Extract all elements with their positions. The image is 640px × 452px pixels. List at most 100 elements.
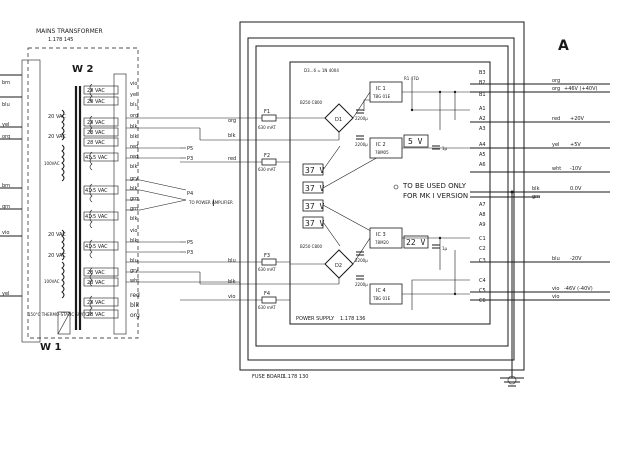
left-wire-label: grn [2,204,10,210]
label-text: IC 1 [376,86,386,92]
regulator-ic4: IC 4 TBG 01E [369,283,403,305]
label-text: A8 [479,212,486,218]
label-text: A4 [479,142,486,148]
label-text: blk [130,134,138,140]
label-text: blk [130,302,139,309]
label-text: org [130,312,140,319]
amp-label: TO POWER AMPLIFIER [188,200,233,205]
label-text: gry [130,176,138,182]
label-text: F2 [264,153,270,159]
left-wire-label: yel [2,122,9,128]
secondary-label: 28 VAC [87,312,105,318]
label-text: yel [130,92,137,98]
sheet-marker: A [558,38,569,54]
fuse-f1: F1 630 mAT [258,109,277,130]
secondary-label: 28 VAC [87,99,105,105]
power-supply-board: POWER SUPPLY 1.178 136 D3...6 = 1N 4004 … [289,38,569,325]
fuse-board: FUSE BOARD 1.178 130 org blk red blu blk… [180,21,525,380]
small-caps: 1µ 1µ [432,145,448,251]
label-text: vio [130,81,137,87]
label-text: 37 V [305,166,324,175]
label-text: 22 V [406,238,425,247]
ground-icon [507,375,517,385]
label-text: wht [552,166,561,172]
secondary-terminal-strip [113,73,127,335]
label-text: R1 47Ω [404,76,419,81]
w2-label: W 2 [72,64,94,75]
label-text: red [130,144,138,150]
note-line-1: TO BE USED ONLY [402,182,467,190]
transformer-title: MAINS TRANSFORMER [36,28,103,35]
transformer-enclosure [27,47,139,339]
label-text: -20V [570,256,582,262]
label-text: blk [130,186,138,192]
note-line-2: FOR MK I VERSION [403,192,468,200]
secondary-label: 41.5 VAC [85,214,108,220]
label-text: 1µ [442,246,448,251]
power-supply-outline [289,61,491,325]
fuse-f2: F2 630 mAT [258,153,277,172]
primary-label: 20 VAC [48,134,66,140]
primary-windings: 20 VAC 20 VAC 100VAC 20 VAC 20 VAC 100VA… [44,109,66,299]
label-text: grn [130,196,138,202]
label-text: red [130,154,138,160]
label-text: vio [228,294,235,300]
primary-label: 20 VAC [48,114,66,120]
mains-transformer: MAINS TRANSFORMER 1.178 145 W 2 W 1 brn … [0,28,240,353]
label-text: B3 [479,70,486,76]
bridge-d1: B250 C800 D1 [300,100,354,133]
diode-note: D3...6 = 1N 4004 [304,68,339,73]
fuse-board-label: FUSE BOARD [252,374,285,380]
w1-label: W 1 [40,342,62,353]
label-text: 1µ [442,146,448,151]
label-text: blk [130,216,138,222]
label-text: C1 [479,236,486,242]
label-text: org [552,86,560,92]
label-text: vio [130,228,137,234]
label-text: +46V (+40V) [564,86,597,92]
secondary-wires [126,117,240,283]
label-text: vio [552,286,559,292]
label-text: gry [130,268,138,274]
label-text: -46V (-40V) [564,286,593,292]
label-text: -10V [570,166,582,172]
amp-pin: P5 [187,146,193,152]
output-lines [470,83,610,387]
label-text: +20V [570,116,585,122]
power-amplifier-connector: P5 P3 P4 P5 P3 TO POWER AMPLIFIER I [139,146,233,256]
label-text: blu [552,256,560,262]
label-text: F4 [264,291,270,297]
left-wire-label: brn [2,80,10,86]
label-text: A9 [479,222,486,228]
label-text: 2200µ [355,258,368,263]
label-text: 78M05 [375,150,389,155]
thermal-switch-label: 150°C THERMO-STATIC SWITCH [28,312,91,317]
label-text: 37 V [305,219,324,228]
label-text: B2 [479,80,486,86]
amp-pin: P4 [187,191,193,197]
left-wire-label: brn [2,183,10,189]
amp-pin: P3 [187,250,193,256]
label-text: A3 [479,126,486,132]
label-text: 2200µ [355,142,368,147]
label-text: blk [130,164,138,170]
secondary-label: 41.5 VAC [85,244,108,250]
secondary-label: 28 VAC [87,130,105,136]
label-text: C5 [479,288,486,294]
ps-pin-column: B3 B2 B1 A1 A2 A3 A4 A5 A6 A7 A8 A9 C1 C… [479,70,486,304]
secondary-label: 41.5 VAC [85,188,108,194]
label-text: 2200µ [355,282,368,287]
left-terminal-strip [21,59,41,343]
amp-pin: P3 [187,156,193,162]
fuse-board-part-no: 1.178 130 [283,374,308,380]
fuse-f4: F4 630 mAT [258,291,277,310]
label-text: vio [552,294,559,300]
label-text: blk [130,124,138,130]
label-text: F3 [264,253,270,259]
label-text: org [552,78,560,84]
primary-label: 100VAC [44,279,60,284]
internal-traces [352,80,470,310]
regulator-ic1: IC 1 TBG 01E R1 47Ω [369,76,419,103]
label-text: TBG 01E [372,94,391,99]
